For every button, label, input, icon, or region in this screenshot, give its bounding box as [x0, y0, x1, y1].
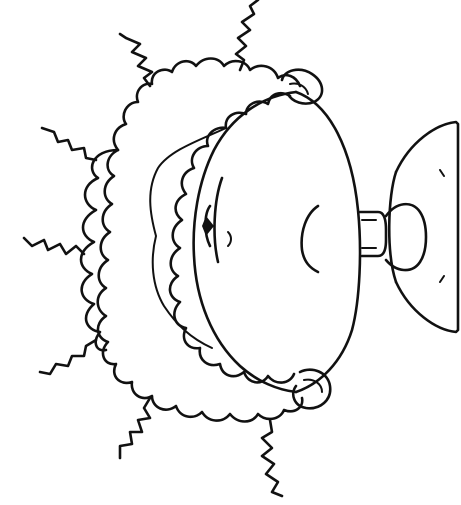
tendril-left-middle	[24, 238, 84, 254]
tendril-left-upper	[42, 128, 96, 160]
outer-fringe	[81, 59, 302, 422]
tendril-top	[236, 0, 258, 70]
tendril-lower-left	[120, 398, 150, 458]
tendril-upper-left	[120, 34, 152, 86]
connector-stub	[360, 212, 386, 256]
bottom-knob	[293, 370, 330, 409]
body-oval	[194, 92, 360, 392]
right-dish	[386, 122, 458, 332]
tendril-left-lower	[40, 340, 96, 374]
face-marks	[202, 178, 318, 272]
tendril-bottom	[262, 420, 282, 496]
